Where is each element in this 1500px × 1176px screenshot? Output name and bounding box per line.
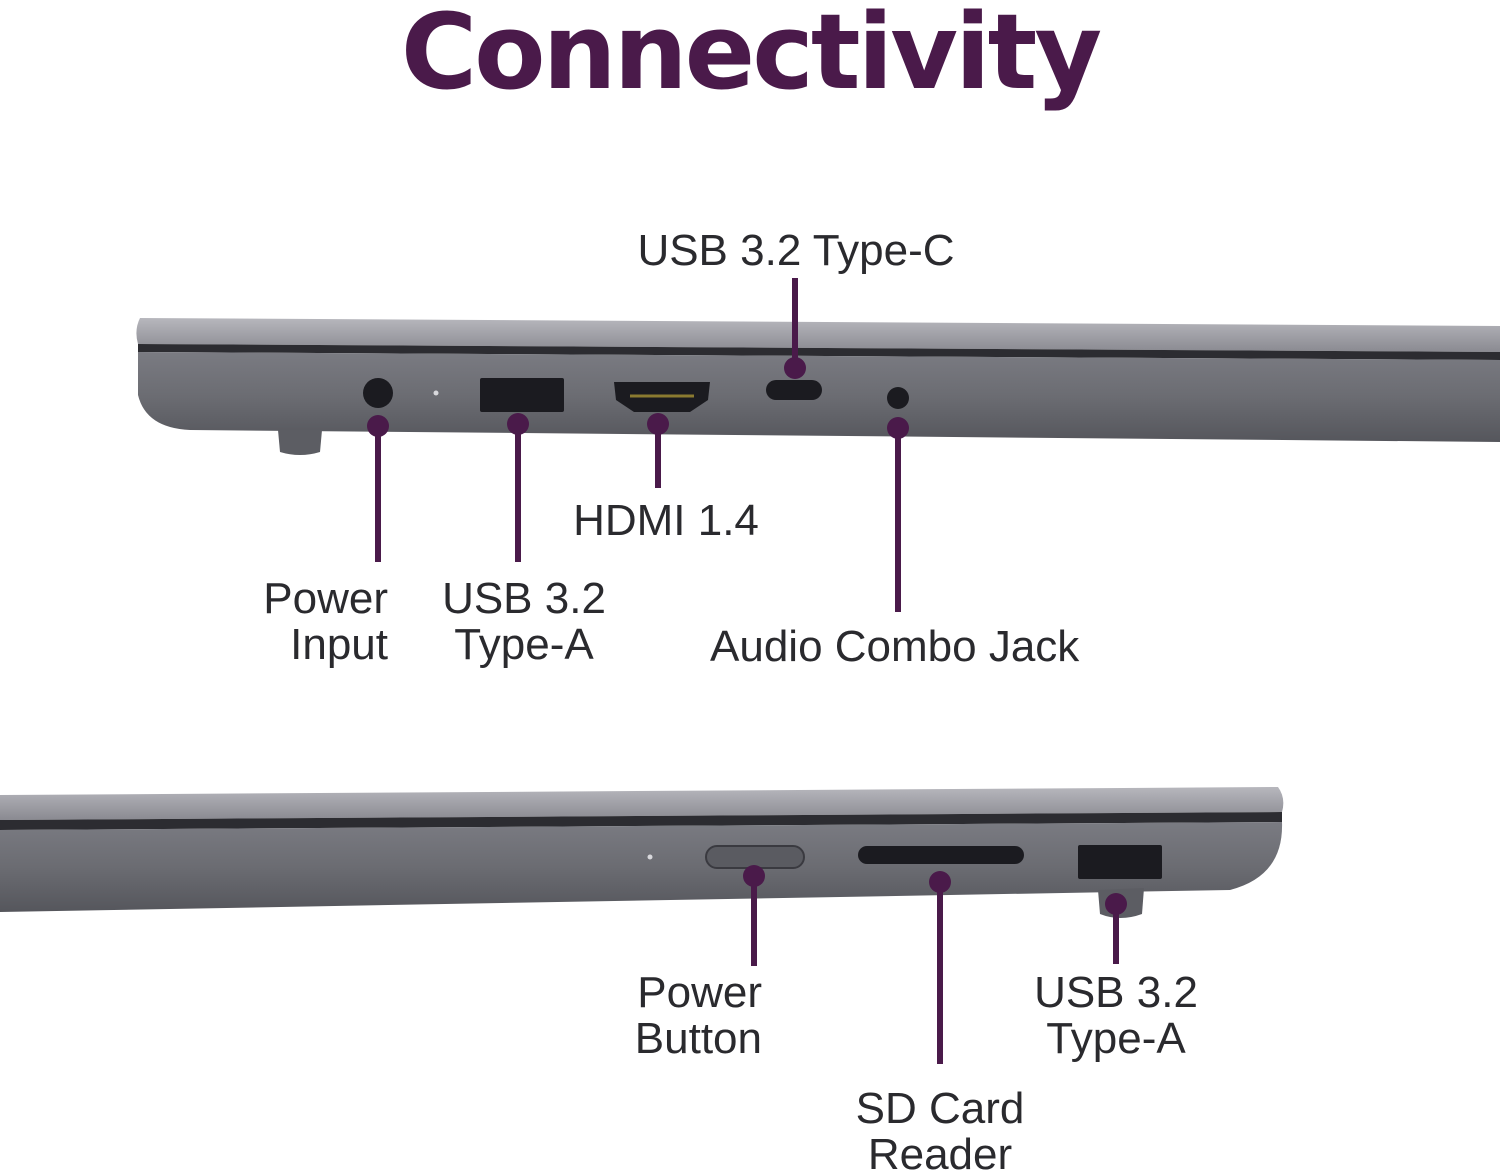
sd-card-slot [858,846,1024,864]
label-power-button-line2: Button [634,1014,762,1063]
lid-top-2 [0,787,1284,820]
label-sd-card-line1: SD Card [855,1084,1025,1133]
page-title: Connectivity [400,0,1102,113]
label-usb-c: USB 3.2 Type-C [596,228,996,274]
power-button-key [705,845,805,869]
label-usb-c-text: USB 3.2 Type-C [637,226,955,275]
label-hdmi-text: HDMI 1.4 [573,496,759,545]
chassis-body-2 [0,822,1283,912]
label-power-input-line1: Power [263,574,388,623]
dot-sd-card [929,871,951,893]
label-usb-a-right: USB 3.2 Type-A [1016,970,1216,1062]
label-usb-a-left-line2: Type-A [454,620,594,669]
dot-usb-c [784,357,806,379]
label-sd-card: SD Card Reader [830,1086,1050,1176]
label-power-input-line2: Input [290,620,388,669]
dot-usb-a-left [507,413,529,435]
usb-a-port [480,378,564,412]
label-usb-a-left: USB 3.2 Type-A [424,576,624,668]
label-hdmi: HDMI 1.4 [546,498,786,544]
dot-audio [887,417,909,439]
usb-c-port [766,380,822,400]
label-audio-text: Audio Combo Jack [710,622,1080,671]
status-led-2 [647,854,653,860]
dot-usb-a-right [1105,893,1127,915]
leader-lines-top [367,278,909,612]
dot-hdmi [647,413,669,435]
label-sd-card-line2: Reader [867,1130,1013,1176]
leader-lines-bottom [743,865,1127,1064]
label-power-button: Power Button [560,970,762,1062]
laptop-right-side [0,787,1284,918]
label-power-input: Power Input [188,576,388,668]
laptop-left-side [136,318,1500,455]
audio-jack-port [887,387,909,409]
rubber-foot [278,430,322,455]
dot-power-button [743,865,765,887]
label-audio: Audio Combo Jack [710,624,1130,670]
label-usb-a-right-line2: Type-A [1046,1014,1186,1063]
lid-seam-2 [0,812,1282,830]
lid-top [136,318,1500,352]
label-usb-a-left-line1: USB 3.2 [442,574,606,623]
status-led [433,390,439,396]
label-usb-a-right-line1: USB 3.2 [1034,968,1198,1017]
power-input-port [363,378,393,408]
lid-seam [138,344,1500,360]
usb-a-port-2 [1078,845,1162,879]
label-power-button-line1: Power [637,968,762,1017]
dot-power-input [367,415,389,437]
